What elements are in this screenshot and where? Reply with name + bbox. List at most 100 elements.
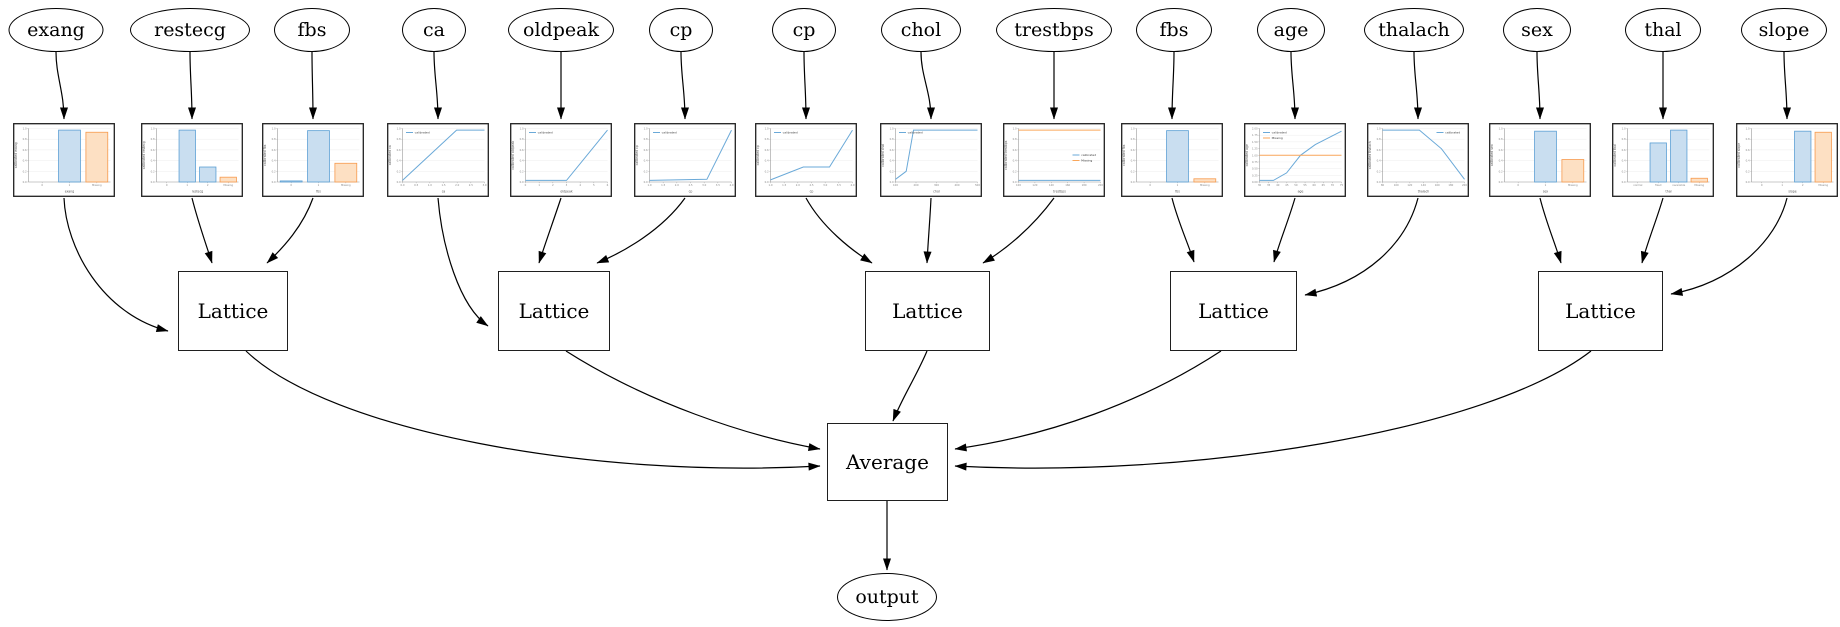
chart-ylabel: calibrated trestbps xyxy=(1004,140,1008,170)
x-tick-label: 1.0 xyxy=(647,183,651,187)
edge-chart-to-lattice xyxy=(1273,197,1296,263)
lattice-node-3: Lattice xyxy=(865,271,990,351)
edge-lattice-to-average xyxy=(565,350,821,451)
y-tick-label: 0.0 xyxy=(1499,180,1503,184)
input-node-slope: slope xyxy=(1741,8,1827,52)
chart-xlabel: fbs xyxy=(1175,190,1180,194)
y-tick-label: 0.0 xyxy=(644,180,648,184)
y-tick-label: 0.6 xyxy=(765,148,769,152)
edge-input-to-chart xyxy=(680,51,689,120)
chart-ylabel: calibrated restecg xyxy=(142,141,146,169)
y-tick-label: 0.8 xyxy=(23,137,27,141)
input-node-label: cp xyxy=(669,19,693,41)
chart-ylabel: calibrated oldpeak xyxy=(511,141,515,170)
input-node-cp: cp xyxy=(649,8,713,52)
chart-xlabel: trestbps xyxy=(1053,190,1066,194)
x-tick-label: 75 xyxy=(1340,183,1344,187)
y-tick-label: 0.6 xyxy=(272,148,276,152)
y-tick-label: 0.6 xyxy=(1622,148,1626,152)
edge-chart-to-lattice xyxy=(63,197,169,332)
input-node-label: oldpeak xyxy=(523,19,599,41)
bar-Missing xyxy=(85,131,109,183)
edge-input-to-chart xyxy=(801,51,810,120)
bar-Missing xyxy=(334,162,358,183)
edge-chart-to-lattice xyxy=(1304,197,1419,297)
bar-Missing xyxy=(1814,131,1832,183)
chart-ylabel: calibrated chol xyxy=(881,144,885,167)
x-tick-label: 3.0 xyxy=(702,183,706,187)
edge-input-to-chart xyxy=(187,51,196,120)
y-tick-label: 0.0 xyxy=(151,180,155,184)
y-tick-label: 1.0 xyxy=(520,127,524,131)
x-tick-label: 2.0 xyxy=(796,183,800,187)
y-tick-label: 0.50 xyxy=(1252,167,1258,171)
y-tick-label: 2.00 xyxy=(1252,127,1258,131)
chart-border xyxy=(880,123,982,197)
x-tick-label: Missing xyxy=(223,183,233,187)
y-tick-label: 0.0 xyxy=(765,180,769,184)
y-tick-label: 0.2 xyxy=(1746,169,1750,173)
x-tick-label: 200 xyxy=(1098,183,1103,187)
y-tick-label: 1.0 xyxy=(1622,127,1626,131)
x-tick-label: 1 xyxy=(318,183,320,187)
bar-Missing xyxy=(219,176,237,183)
average-node-label: Average xyxy=(846,450,929,474)
y-tick-label: 1.0 xyxy=(890,127,894,131)
x-tick-label: 0 xyxy=(1761,183,1763,187)
series-line-calibrated xyxy=(895,129,978,180)
y-tick-label: 1.0 xyxy=(1499,127,1503,131)
edge-lattice-to-average xyxy=(892,350,928,422)
x-tick-label: 1.5 xyxy=(661,183,665,187)
bar-0 xyxy=(279,180,303,183)
x-tick-label: 2 xyxy=(552,183,554,187)
y-tick-label: 0.8 xyxy=(151,137,155,141)
series-line-calibrated xyxy=(402,129,485,181)
x-tick-label: Missing xyxy=(1200,183,1210,187)
series-line-calibrated xyxy=(770,129,853,181)
x-tick-label: 1 xyxy=(1781,183,1783,187)
x-tick-label: 0 xyxy=(290,183,292,187)
x-tick-label: Missing xyxy=(341,183,351,187)
x-tick-label: 70 xyxy=(1331,183,1335,187)
edge-lattice-to-average xyxy=(954,350,1592,471)
x-tick-label: 180 xyxy=(1082,183,1087,187)
edge-chart-to-lattice xyxy=(191,197,213,264)
y-tick-label: 0.2 xyxy=(151,169,155,173)
input-node-label: fbs xyxy=(297,19,327,41)
y-tick-label: 0.4 xyxy=(1746,159,1750,163)
input-node-ca: ca xyxy=(402,8,466,52)
chart-xlabel: cp xyxy=(689,190,693,194)
input-node-label: cp xyxy=(792,19,816,41)
chart-ylabel: calibrated thalach xyxy=(1368,141,1372,169)
y-tick-label: 0.6 xyxy=(1131,148,1135,152)
chart-ylabel: calibrated cp xyxy=(635,145,639,165)
y-tick-label: 0.8 xyxy=(520,137,524,141)
edge-input-to-chart xyxy=(433,51,442,120)
x-tick-label: 100 xyxy=(893,183,898,187)
input-node-label: thalach xyxy=(1378,19,1450,41)
y-tick-label: 0.8 xyxy=(1499,137,1503,141)
x-tick-label: 500 xyxy=(975,183,980,187)
edge-input-to-chart xyxy=(55,51,68,120)
chart-xlabel: exang xyxy=(65,190,75,194)
y-tick-label: 0.6 xyxy=(1013,148,1017,152)
y-tick-label: 0.4 xyxy=(151,159,155,163)
y-tick-label: 1.50 xyxy=(1252,140,1258,144)
x-tick-label: normal xyxy=(1633,183,1642,187)
edge-chart-to-lattice xyxy=(1640,197,1664,264)
series-line-calibrated xyxy=(1259,130,1342,181)
x-tick-label: 40 xyxy=(1276,183,1280,187)
chart-ylabel: calibrated ca xyxy=(388,145,392,165)
lattice-node-5: Lattice xyxy=(1538,271,1663,351)
x-tick-label: 0.5 xyxy=(414,183,418,187)
x-tick-label: 1.5 xyxy=(782,183,786,187)
y-tick-label: 0.75 xyxy=(1252,160,1258,164)
y-tick-label: 0.00 xyxy=(1252,180,1258,184)
legend-label: Missing xyxy=(1081,159,1092,163)
y-tick-label: 1.0 xyxy=(397,127,401,131)
x-tick-label: reversible xyxy=(1672,183,1685,187)
